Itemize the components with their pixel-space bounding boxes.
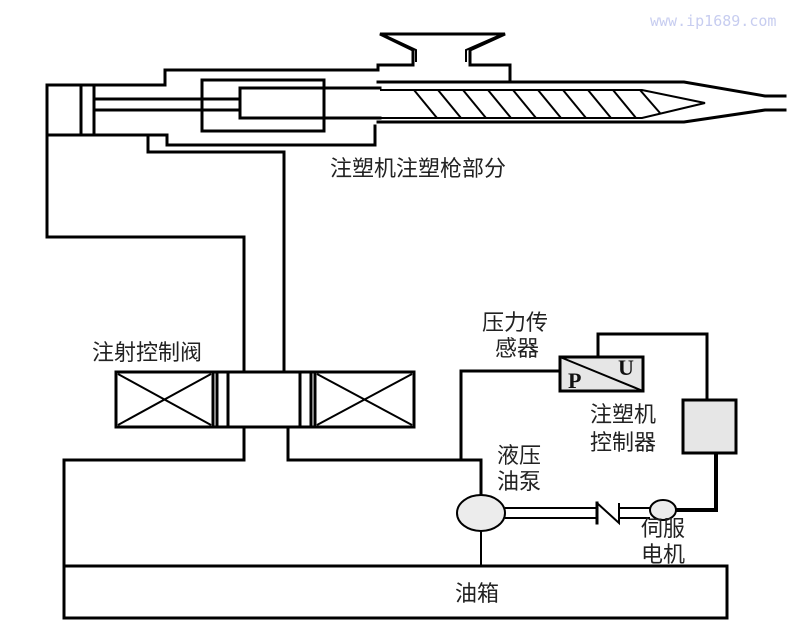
oil-tank <box>62 564 729 620</box>
cylinder-end <box>45 83 96 137</box>
pump-shaft-coupling <box>505 501 650 526</box>
pump-label-2: 油泵 <box>497 470 541 495</box>
controller-box <box>681 398 738 455</box>
injection-unit <box>45 32 787 147</box>
coupling-box <box>200 78 326 133</box>
watermark: www.ip1689.com <box>650 12 776 30</box>
pipe-return-tank <box>62 425 246 568</box>
housing-top <box>92 68 380 87</box>
pipe-rod-side <box>45 133 246 374</box>
pressure-sensor-label-1: 压力传 <box>482 311 548 336</box>
screw <box>380 89 706 119</box>
valve-body <box>114 370 416 429</box>
housing-bottom <box>92 124 377 147</box>
controller-label-2: 控制器 <box>590 431 656 456</box>
servo-motor <box>649 499 677 521</box>
hydraulic-pump <box>456 494 506 532</box>
pipe-head-side <box>146 133 286 374</box>
screw-flights <box>413 89 661 119</box>
hopper <box>376 32 512 84</box>
controller-label-1: 注塑机 <box>590 403 656 428</box>
oil-tank-label: 油箱 <box>455 582 499 607</box>
injection-valve-label: 注射控制阀 <box>92 341 202 366</box>
signal-sensor-controller <box>596 332 709 402</box>
servo-label-2: 电机 <box>641 543 685 568</box>
pump-label-1: 液压 <box>497 444 541 469</box>
pressure-sensor: P U <box>558 355 645 393</box>
sensor-input-symbol: P <box>568 368 581 393</box>
pipe-pump-out <box>286 425 483 497</box>
servo-label-1: 伺服 <box>641 517 685 542</box>
injection-unit-label: 注塑机注塑枪部分 <box>330 157 506 182</box>
pipe-sensor <box>459 369 562 462</box>
injection-control-valve <box>114 370 416 429</box>
screw-shaft <box>238 86 382 120</box>
barrel-top <box>376 80 787 98</box>
barrel-bottom <box>376 108 787 124</box>
solenoid-right <box>313 370 416 429</box>
solenoid-left <box>114 370 215 429</box>
sensor-output-symbol: U <box>618 355 634 380</box>
signal-controller-servo <box>670 453 718 512</box>
pressure-sensor-label-2: 感器 <box>495 337 539 362</box>
